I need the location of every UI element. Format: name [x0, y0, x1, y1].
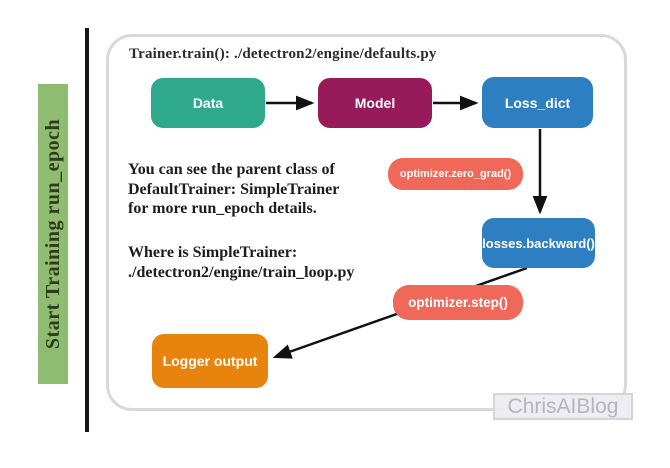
note-where-is-simpletrainer: Where is SimpleTrainer: ./detectron2/eng…: [128, 243, 354, 282]
note-line: ./detectron2/engine/train_loop.py: [128, 263, 355, 281]
node-logger-output: Logger output: [152, 334, 268, 388]
node-optimizer-step: optimizer.step(): [393, 285, 523, 320]
node-optimizer-zero-grad: optimizer.zero_grad(): [388, 158, 523, 190]
note-line: You can see the parent class of: [128, 161, 335, 178]
node-loss-dict: Loss_dict: [482, 77, 593, 128]
simple-trainer-emphasis: SimpleTrainer: [240, 180, 340, 198]
panel-title: Trainer.train(): ./detectron2/engine/def…: [129, 46, 437, 62]
vertical-divider-line: [85, 28, 89, 432]
node-data: Data: [151, 78, 265, 128]
node-model: Model: [318, 78, 432, 128]
note-line: Where is SimpleTrainer:: [128, 244, 298, 261]
side-label-start-training: Start Training run_epoch: [38, 84, 68, 384]
note-parent-class: You can see the parent class of DefaultT…: [128, 160, 339, 219]
node-losses-backward: losses.backward(): [482, 218, 595, 268]
watermark-chrisaiblog: ChrisAIBlog: [493, 393, 633, 420]
note-line: for more run_epoch details.: [128, 200, 317, 217]
note-line: DefaultTrainer:: [128, 180, 241, 198]
